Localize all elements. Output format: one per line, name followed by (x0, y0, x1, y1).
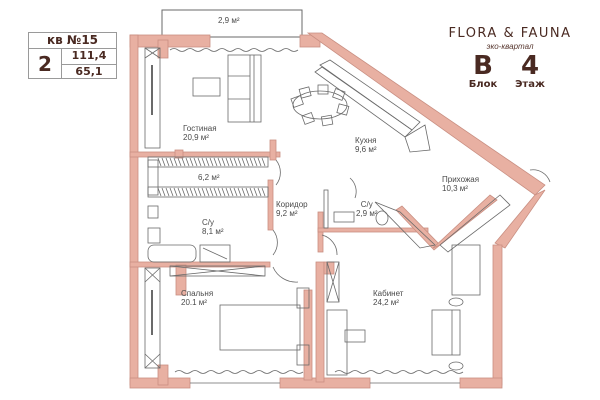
block-indicator: B Блок (463, 52, 503, 90)
balcony-label: 2,9 м² (218, 16, 240, 25)
brand-name: FLORA & FAUNA (448, 26, 572, 41)
storage-label: 6,2 м² (198, 173, 220, 182)
floor-label: Этаж (515, 79, 545, 90)
walls (129, 32, 546, 389)
apartment-number: кв №15 (29, 33, 116, 49)
floor-value: 4 (520, 51, 540, 81)
total-area: 111,4 (62, 49, 116, 65)
brand-subtitle: эко-квартал (486, 42, 534, 51)
living-area: 65,1 (75, 64, 103, 78)
apartment-info-table: кв №15 2 111,4 65,1 (28, 32, 117, 79)
block-value: B (473, 51, 493, 81)
room-count: 2 (29, 49, 62, 79)
block-label: Блок (468, 79, 498, 90)
brand-logo: FLORA & FAUNA эко-квартал (430, 26, 590, 51)
floor-indicator: 4 Этаж (505, 52, 555, 90)
